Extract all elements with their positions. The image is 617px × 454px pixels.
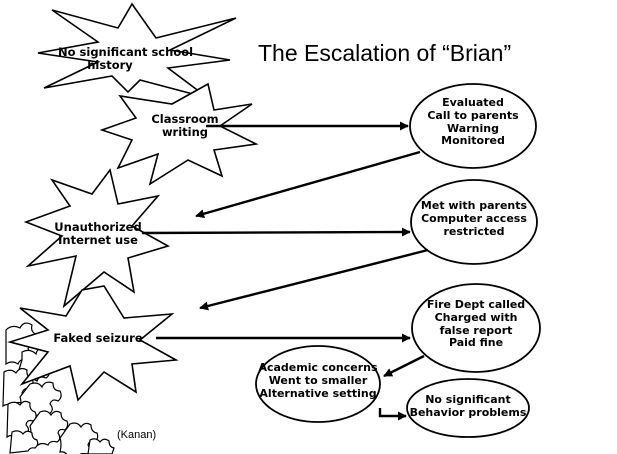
label-line: Call to parents bbox=[427, 108, 519, 122]
label-line: Fire Dept called bbox=[426, 298, 526, 311]
response-label-academic: Academic concerns Went to smaller Altern… bbox=[258, 361, 378, 400]
starburst-classroom-writing bbox=[99, 82, 259, 186]
label-line: history bbox=[87, 58, 133, 73]
response-label-fire-dept: Fire Dept called Charged with false repo… bbox=[416, 298, 536, 350]
label-line: Behavior problems bbox=[409, 405, 527, 419]
label-line: Evaluated bbox=[442, 96, 504, 109]
label-line: Went to smaller bbox=[268, 373, 368, 387]
arrow-evaluated-to-internet bbox=[195, 150, 421, 219]
label-line: restricted bbox=[443, 224, 505, 238]
arrow-met-parents-to-seizure bbox=[199, 248, 429, 311]
response-ellipse-5 bbox=[406, 378, 530, 438]
credit-text: (Kanan) bbox=[117, 429, 157, 441]
label-line: Met with parents bbox=[420, 199, 528, 212]
starburst-label-faked-seizure: Faked seizure bbox=[48, 331, 148, 345]
puzzle-pieces-decoration bbox=[2, 322, 115, 454]
label-line: Warning bbox=[447, 121, 499, 135]
label-line: Alternative setting bbox=[259, 386, 377, 400]
label-line: Classroom bbox=[151, 112, 219, 126]
label-line: false report bbox=[439, 323, 513, 337]
response-label-evaluated: Evaluated Call to parents Warning Monito… bbox=[413, 96, 533, 148]
response-label-met-parents: Met with parents Computer access restric… bbox=[414, 199, 534, 238]
slide-title: The Escalation of “Brian” bbox=[258, 40, 512, 66]
label-line: Academic concerns bbox=[258, 361, 378, 374]
response-ellipse-4 bbox=[255, 345, 381, 423]
response-ellipse-2 bbox=[410, 179, 538, 265]
arrow-fire-dept-to-academic bbox=[383, 354, 425, 378]
label-line: Faked seizure bbox=[53, 331, 143, 345]
label-line: writing bbox=[161, 125, 209, 140]
starburst-label-no-history: No significant school history bbox=[58, 45, 194, 73]
starburst-unauthorized-internet bbox=[23, 168, 171, 309]
arrow-academic-to-no-problems bbox=[378, 408, 407, 421]
label-line: Monitored bbox=[441, 134, 505, 148]
label-line: No significant bbox=[425, 393, 511, 406]
starburst-no-history bbox=[37, 2, 237, 99]
response-ellipse-3 bbox=[411, 283, 541, 373]
response-label-no-problems: No significant Behavior problems bbox=[408, 393, 528, 420]
starburst-label-unauthorized-internet: Unauthorized Internet use bbox=[48, 220, 148, 248]
response-ellipse-1 bbox=[409, 83, 537, 169]
arrow-internet-to-met-parents bbox=[141, 227, 411, 237]
starburst-faked-seizure bbox=[7, 285, 179, 402]
label-line: Paid fine bbox=[448, 336, 504, 350]
label-line: Internet use bbox=[58, 233, 138, 248]
label-line: No significant school bbox=[58, 45, 194, 59]
label-line: Computer access bbox=[421, 211, 527, 225]
label-line: Unauthorized bbox=[54, 220, 142, 234]
label-line: Charged with bbox=[434, 310, 518, 324]
starburst-label-classroom-writing: Classroom writing bbox=[140, 112, 230, 140]
